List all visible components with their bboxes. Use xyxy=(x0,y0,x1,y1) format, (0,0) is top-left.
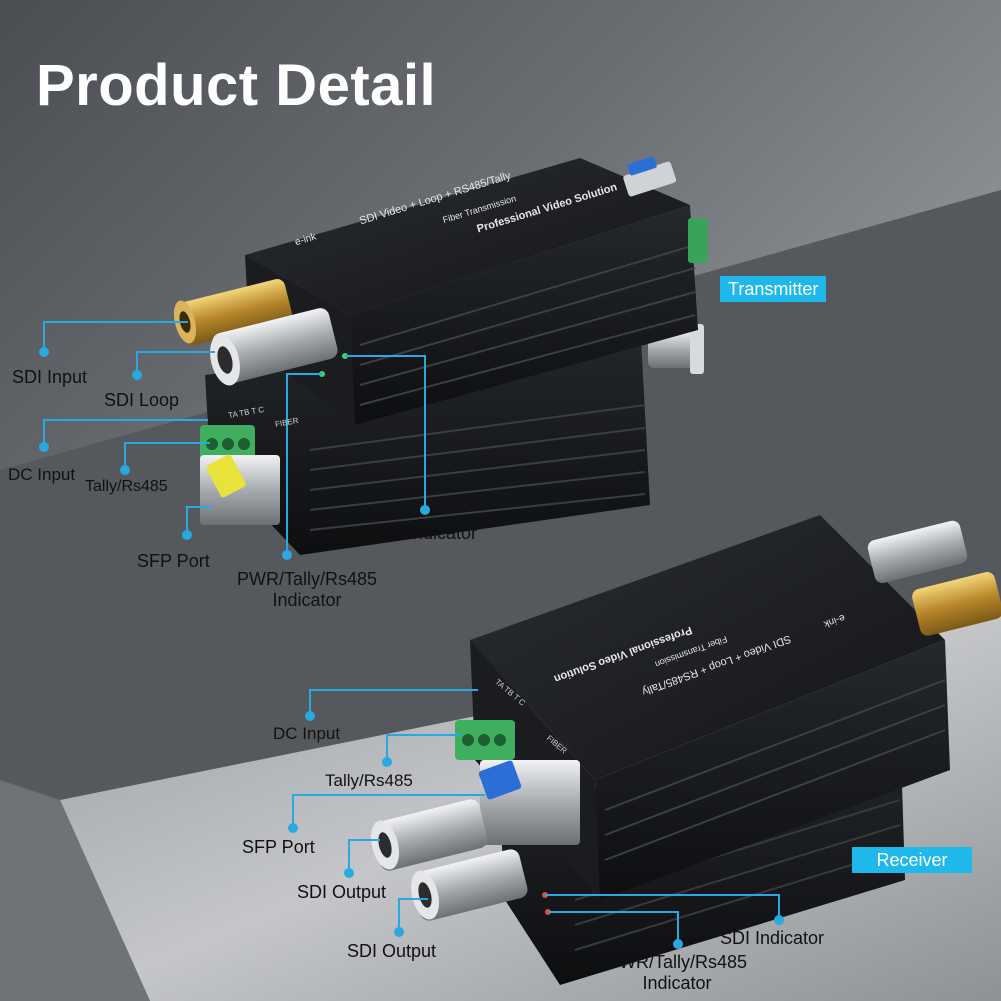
label-rx-dc-input: DC Input xyxy=(273,724,341,743)
transmitter-sfp-latch xyxy=(627,156,657,176)
label-rx-pwr-line2: Indicator xyxy=(642,973,712,993)
label-rx-pwr-indicator: PWR/Tally/Rs485 Indicator xyxy=(592,952,762,994)
receiver-sfp-blue-latch xyxy=(478,760,522,800)
transmitter-top-face xyxy=(245,158,690,315)
label-rx-sdi-output-1: SDI Output xyxy=(297,882,387,902)
label-rx-sfp-port: SFP Port xyxy=(242,837,315,857)
label-rx-pwr-line1: PWR/Tally/Rs485 xyxy=(606,952,748,972)
leader-dots xyxy=(39,347,784,949)
label-rx-sdi-output-2: SDI Output xyxy=(347,941,437,961)
transmitter-side-face xyxy=(350,205,698,425)
receiver-brand-logo: e-ink xyxy=(822,611,847,630)
transmitter-base-ribs xyxy=(309,404,646,531)
label-tx-dc-input: DC Input xyxy=(8,465,76,484)
label-tx-sdi-loop: SDI Loop xyxy=(104,390,180,410)
label-tx-sdi-indicator: SDI Indicator xyxy=(373,523,478,543)
receiver-sdi-output-bnc-1 xyxy=(371,799,488,871)
transmitter-sfp-yellow-latch xyxy=(206,454,246,498)
receiver-sdi-output-bnc-2 xyxy=(411,849,528,921)
label-tx-sfp-port: SFP Port xyxy=(137,551,210,571)
label-tx-pwr-line2: Indicator xyxy=(272,590,342,610)
transmitter-brand-logo: e-ink xyxy=(293,231,318,249)
label-rx-tally: Tally/Rs485 xyxy=(325,771,413,790)
transmitter-sfp-cage xyxy=(623,161,677,197)
label-tx-tally: Tally/Rs485 xyxy=(85,478,168,495)
receiver-ribs xyxy=(604,679,946,861)
label-tx-sdi-input: SDI Input xyxy=(12,367,88,387)
transmitter-ribs xyxy=(359,244,696,406)
receiver-rear-gold-bnc xyxy=(912,572,1001,636)
label-rx-sdi-indicator: SDI Indicator xyxy=(720,928,825,948)
label-tx-pwr-line1: PWR/Tally/Rs485 xyxy=(236,569,378,589)
transmitter-terminal-block-rear xyxy=(688,218,708,263)
transmitter-tag: Transmitter xyxy=(720,276,827,302)
label-tx-pwr-indicator: PWR/Tally/Rs485 Indicator xyxy=(222,569,392,611)
page-title: Product Detail xyxy=(36,53,437,118)
transmitter-terminal-screws xyxy=(206,438,250,450)
receiver-rear-silver-bnc xyxy=(867,520,968,584)
leader-lines xyxy=(43,321,780,944)
receiver-terminal-screws xyxy=(462,734,506,746)
receiver-tag: Receiver xyxy=(852,847,972,873)
shelf-edge xyxy=(0,780,150,1001)
receiver-top-face xyxy=(470,515,945,780)
transmitter-sdi-loop-bnc xyxy=(210,308,338,386)
